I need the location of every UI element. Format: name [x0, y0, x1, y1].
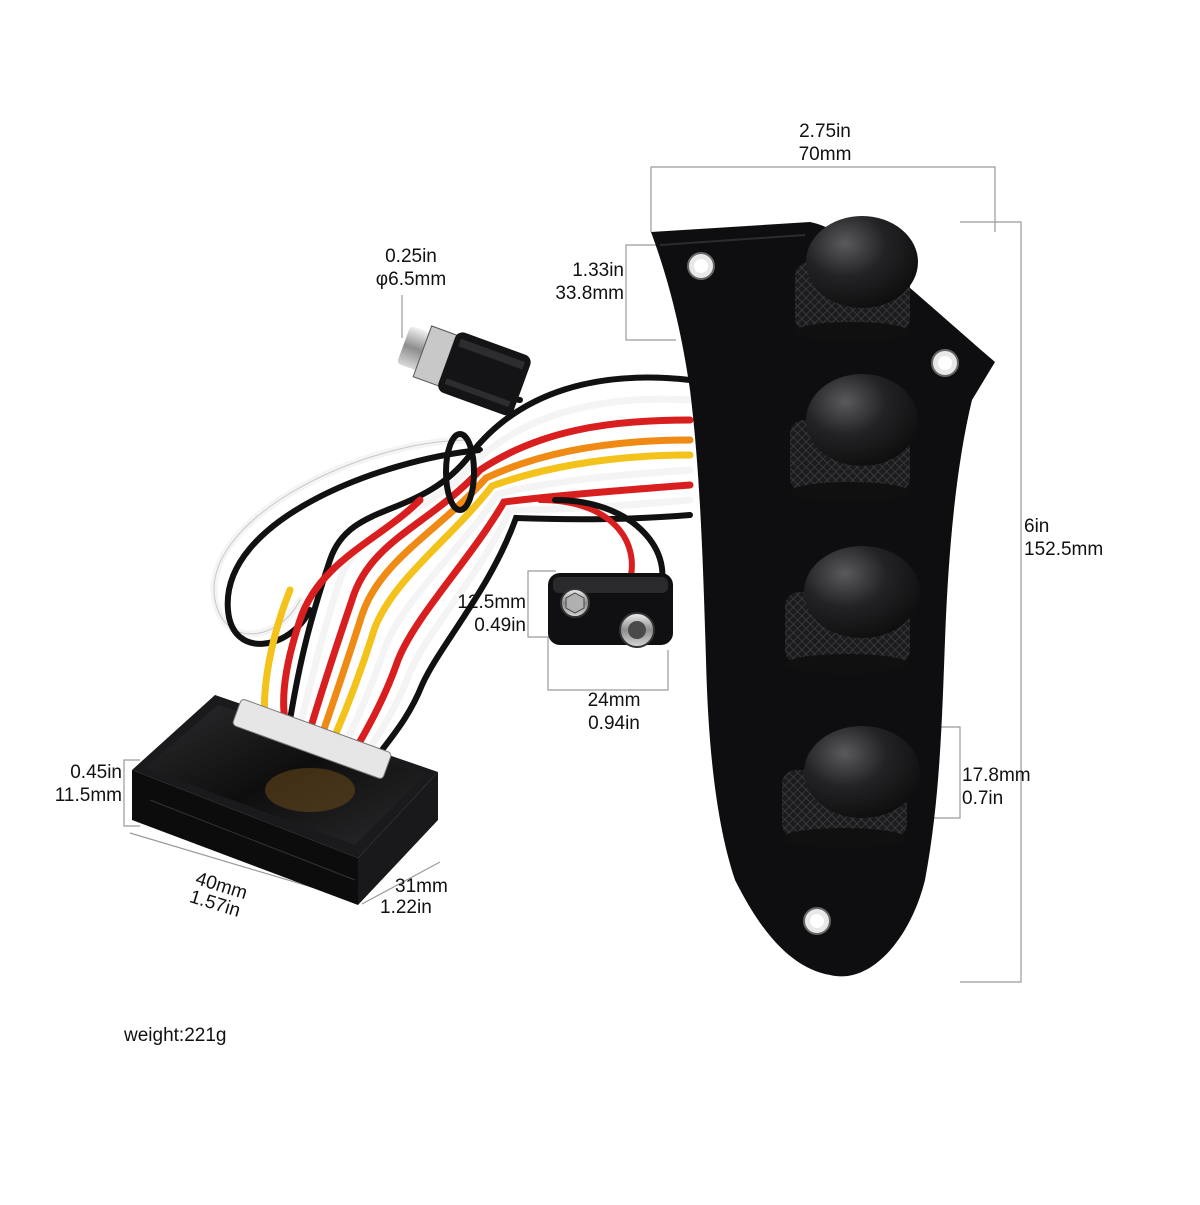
- battery-clip: [548, 573, 673, 648]
- clip-width-mm-label: 24mm: [587, 690, 641, 711]
- knob-diameter-mm-label: 17.8mm: [962, 765, 1031, 786]
- clip-height-in-label: 0.49in: [474, 615, 526, 636]
- knob-1: [794, 216, 918, 342]
- wire-harness: [210, 369, 694, 753]
- plate-width-in-label: 2.75in: [799, 121, 851, 142]
- jack-in-label: 0.25in: [385, 246, 437, 267]
- knob-4: [782, 726, 920, 848]
- knob-2: [790, 374, 918, 502]
- output-jack: [397, 325, 531, 416]
- knob-spacing-mm-label: 33.8mm: [555, 283, 624, 304]
- knob-3: [785, 546, 920, 674]
- preamp-width-in-label: 1.22in: [380, 897, 432, 918]
- plate-width-mm-label: 70mm: [798, 144, 852, 165]
- control-knobs: [782, 216, 920, 848]
- jack-mm-label: φ6.5mm: [375, 269, 447, 290]
- knob-spacing-in-label: 1.33in: [572, 260, 624, 281]
- clip-height-mm-label: 12.5mm: [457, 592, 526, 613]
- preamp-height-mm-label: 11.5mm: [54, 785, 122, 806]
- preamp-width-mm-label: 31mm: [395, 876, 448, 897]
- knob-diameter-in-label: 0.7in: [962, 788, 1004, 809]
- plate-height-mm-label: 152.5mm: [1024, 539, 1104, 560]
- preamp-height-in-label: 0.45in: [70, 762, 122, 783]
- plate-height-in-label: 6in: [1024, 516, 1050, 537]
- preamp-module: [132, 695, 438, 905]
- weight-label: weight:221g: [124, 1025, 227, 1046]
- clip-width-in-label: 0.94in: [588, 713, 640, 734]
